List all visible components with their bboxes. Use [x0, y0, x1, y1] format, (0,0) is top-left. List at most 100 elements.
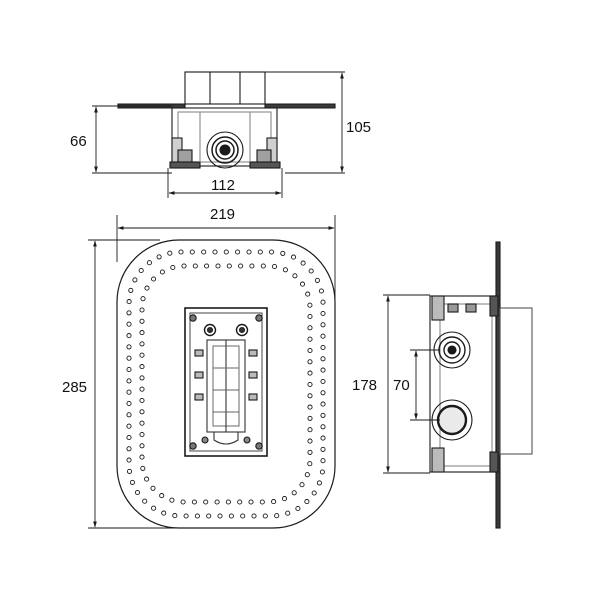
mounting-hole [203, 499, 209, 505]
mounting-hole [240, 513, 246, 519]
mounting-hole [271, 499, 277, 505]
mounting-hole [139, 409, 145, 415]
mounting-hole [290, 254, 297, 260]
mounting-hole [126, 400, 132, 407]
mounting-hole [320, 333, 326, 339]
mounting-hole [318, 288, 324, 294]
mounting-hole [320, 458, 326, 464]
mounting-hole [126, 389, 132, 395]
cover-plate-outline [116, 239, 336, 529]
mounting-hole [228, 513, 234, 519]
mounting-hole [139, 330, 145, 336]
mounting-hole [191, 499, 197, 505]
mounting-hole [181, 263, 187, 269]
mounting-hole [167, 250, 173, 256]
mounting-hole [251, 513, 257, 519]
mounting-hole [305, 291, 311, 297]
top-view-dimensions [92, 71, 345, 198]
mounting-hole [129, 479, 135, 485]
mounting-hole [311, 490, 317, 496]
dim-178-label: 178 [352, 377, 377, 394]
dim-66-label: 66 [70, 133, 87, 150]
dim-70-label: 70 [393, 377, 410, 394]
mounting-hole [320, 390, 326, 396]
mounting-hole [159, 493, 165, 499]
mounting-hole [172, 513, 178, 519]
mounting-hole [304, 499, 310, 505]
mounting-hole [307, 415, 313, 421]
mounting-hole [126, 333, 132, 339]
mounting-hole [319, 469, 325, 475]
dim-285-label: 285 [62, 379, 87, 396]
front-view-housing [184, 307, 268, 457]
mounting-hole [307, 313, 313, 320]
mounting-hole [151, 505, 157, 511]
mounting-hole [299, 482, 305, 488]
mounting-hole [307, 393, 313, 399]
mounting-hole [307, 325, 313, 331]
mounting-hole [126, 321, 132, 327]
dim-112-label: 112 [211, 177, 235, 194]
mounting-hole [271, 263, 278, 270]
mounting-hole [126, 355, 132, 361]
mounting-hole [320, 378, 326, 385]
mounting-hole [225, 499, 231, 505]
mounting-hole [248, 499, 254, 505]
mounting-hole [292, 273, 298, 279]
mounting-hole [146, 260, 152, 266]
mounting-hole [226, 263, 232, 269]
mounting-hole [316, 480, 322, 486]
mounting-hole [139, 318, 145, 324]
mounting-hole [308, 268, 314, 274]
mounting-hole [262, 513, 268, 519]
top-view-cover-plate-right [264, 103, 336, 109]
mounting-hole [139, 454, 145, 460]
mounting-hole [139, 307, 145, 313]
mounting-hole [300, 260, 306, 266]
mounting-hole [139, 352, 145, 358]
mounting-hole [320, 322, 326, 328]
mounting-hole [291, 490, 297, 496]
mounting-hole [189, 249, 195, 255]
mounting-hole [246, 249, 252, 255]
mounting-hole [159, 269, 165, 275]
mounting-hole [237, 499, 243, 505]
mounting-hole [126, 434, 132, 441]
mounting-hole [194, 513, 200, 519]
mounting-hole [140, 465, 146, 471]
mounting-hole [126, 446, 132, 452]
mounting-hole [307, 370, 313, 376]
mounting-hole [126, 310, 132, 316]
mounting-hole [217, 513, 223, 519]
mounting-hole [139, 431, 145, 438]
mounting-hole [144, 285, 150, 291]
top-view [117, 71, 336, 169]
top-view-connector-outer [206, 131, 244, 169]
mounting-hole [320, 344, 326, 351]
mounting-hole [126, 468, 133, 474]
mounting-hole [132, 277, 138, 283]
mounting-hole [215, 263, 221, 269]
cover-plate-inner-hole-ring [139, 263, 313, 505]
mounting-hole [307, 359, 313, 365]
mounting-hole [307, 336, 313, 342]
mounting-hole [139, 341, 145, 347]
mounting-hole [320, 310, 326, 317]
mounting-hole [307, 427, 313, 433]
mounting-hole [299, 281, 306, 287]
side-view-cover-plate [495, 241, 501, 529]
side-view [429, 241, 533, 529]
mounting-hole [201, 249, 207, 255]
mounting-hole [126, 457, 132, 463]
mounting-hole [238, 263, 244, 269]
mounting-hole [140, 296, 146, 302]
front-view [116, 239, 336, 529]
top-view-upper-housing [184, 71, 266, 105]
mounting-hole [307, 438, 313, 444]
mounting-hole [170, 264, 176, 271]
mounting-hole [320, 435, 326, 441]
mounting-hole [320, 446, 326, 452]
mounting-hole [144, 476, 150, 482]
mounting-hole [307, 461, 313, 467]
